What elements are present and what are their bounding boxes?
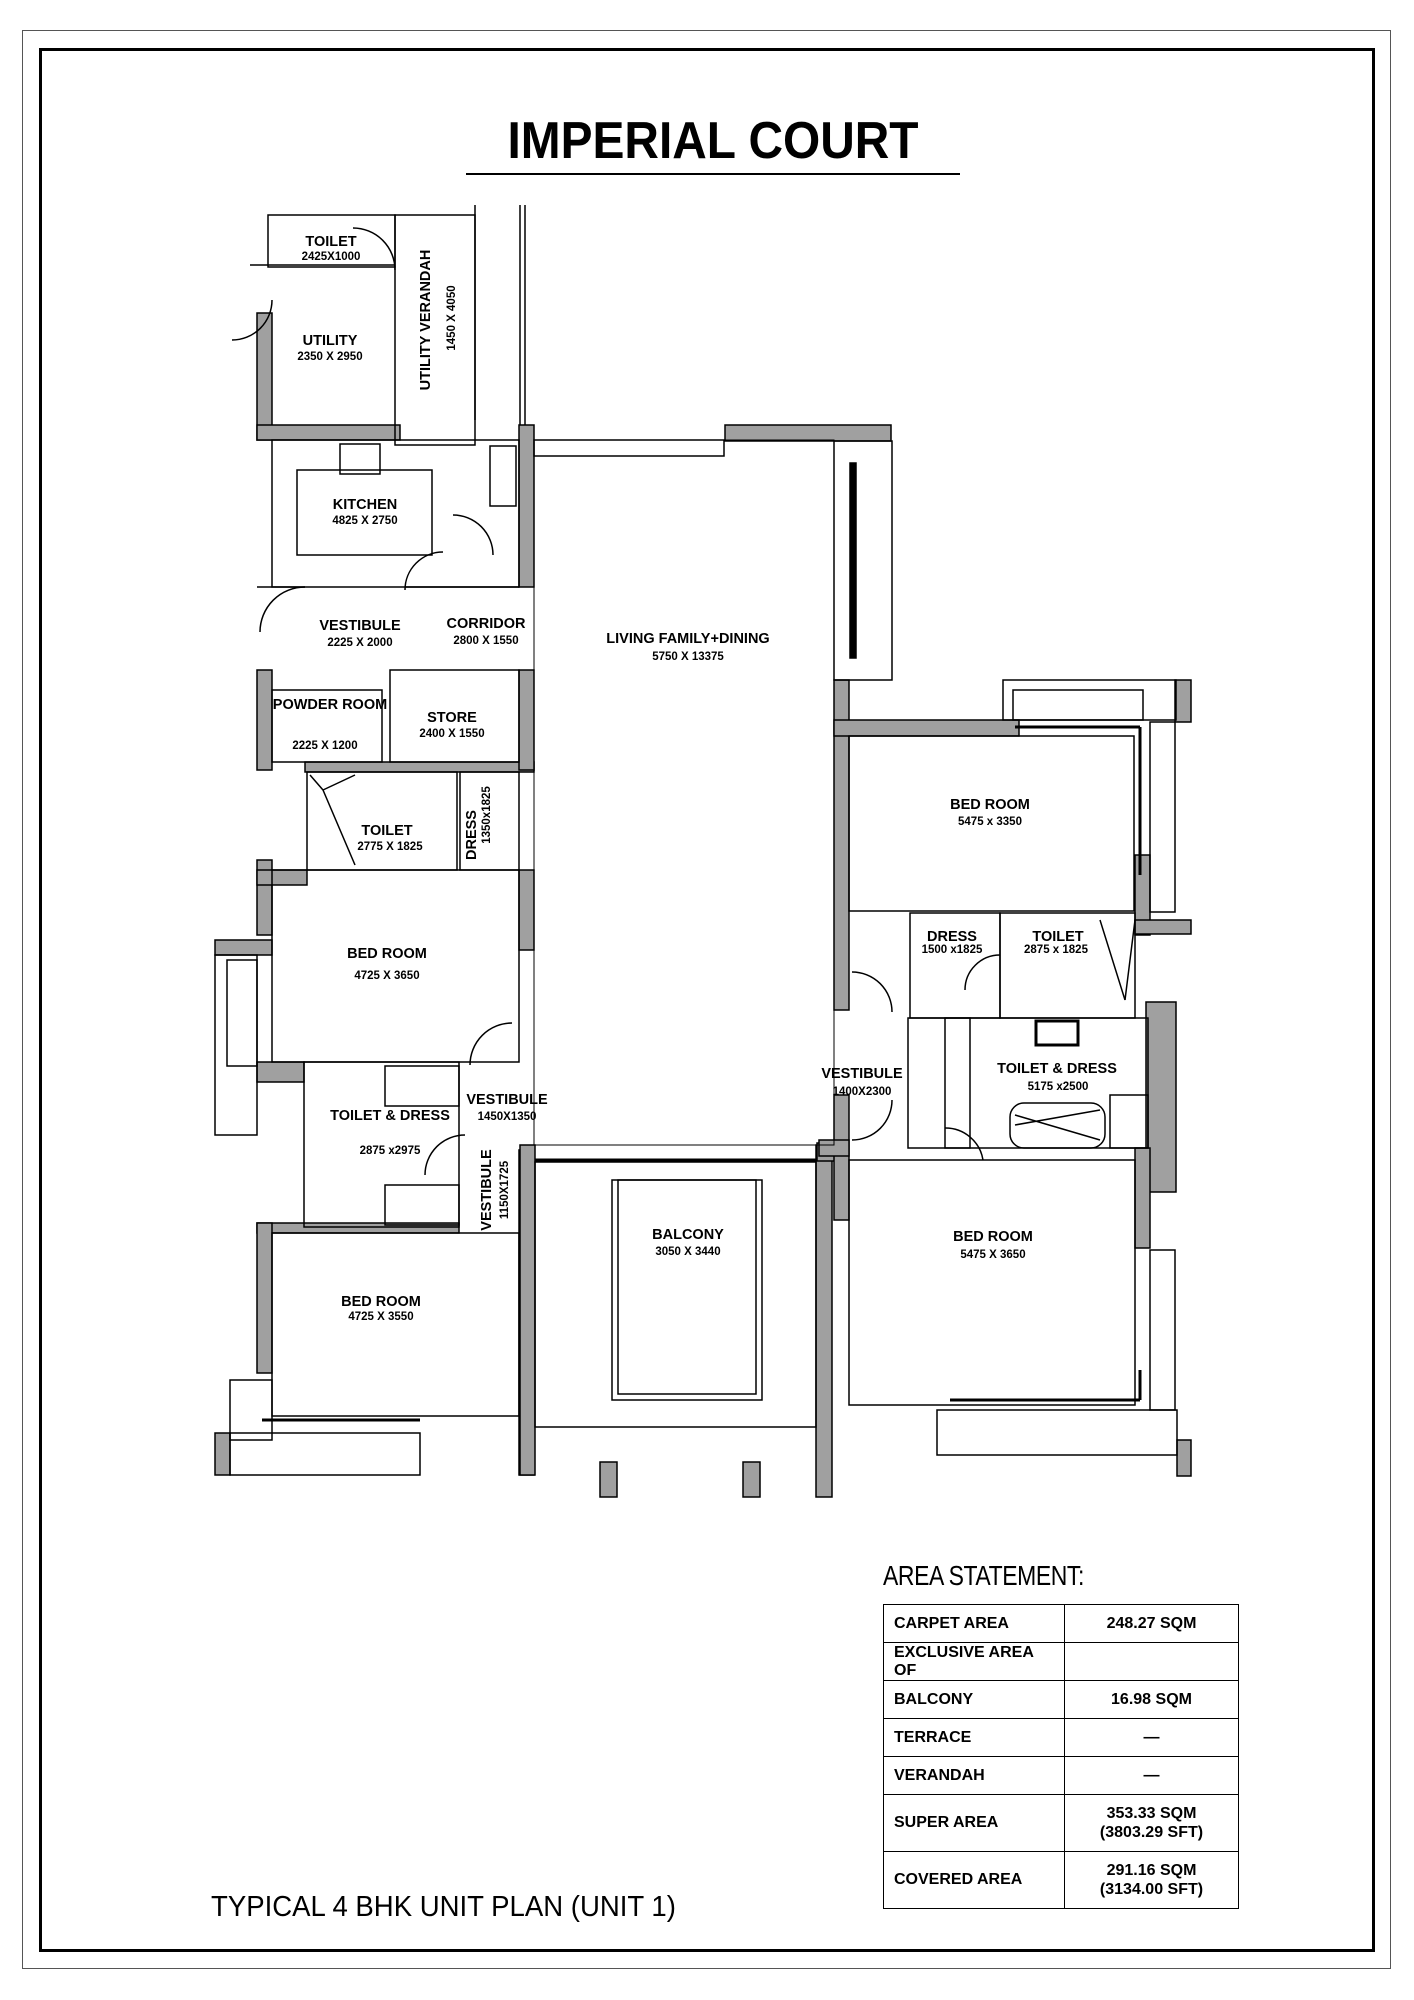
title-underline [466, 173, 960, 175]
svg-text:BALCONY: BALCONY [652, 1227, 724, 1243]
svg-text:BED ROOM: BED ROOM [341, 1294, 421, 1310]
row-label: VERANDAH [883, 1756, 1065, 1795]
svg-text:TOILET: TOILET [1032, 929, 1083, 945]
svg-text:KITCHEN: KITCHEN [333, 497, 397, 513]
svg-text:5750 X 13375: 5750 X 13375 [652, 651, 724, 663]
table-row: BALCONY 16.98 SQM [883, 1680, 1239, 1719]
walls [214, 312, 1192, 1498]
svg-text:1350x1825: 1350x1825 [481, 786, 493, 844]
row-label: TERRACE [883, 1718, 1065, 1757]
svg-text:4725 X 3550: 4725 X 3550 [348, 1311, 413, 1323]
svg-text:2775 X 1825: 2775 X 1825 [357, 841, 423, 853]
svg-text:BED ROOM: BED ROOM [347, 946, 427, 962]
row-value [1064, 1642, 1239, 1681]
row-label: EXCLUSIVE AREA OF [883, 1642, 1065, 1681]
svg-text:VESTIBULE: VESTIBULE [479, 1149, 495, 1231]
svg-text:5175 x2500: 5175 x2500 [1028, 1081, 1089, 1093]
svg-text:STORE: STORE [427, 710, 477, 726]
svg-text:TOILET: TOILET [361, 823, 412, 839]
svg-text:2225 X 1200: 2225 X 1200 [292, 740, 357, 752]
table-row: CARPET AREA 248.27 SQM [883, 1604, 1239, 1643]
area-statement-table: CARPET AREA 248.27 SQM EXCLUSIVE AREA OF… [883, 1604, 1239, 1909]
svg-text:1150X1725: 1150X1725 [499, 1160, 511, 1219]
svg-text:2350 X 2950: 2350 X 2950 [297, 351, 362, 363]
table-row: EXCLUSIVE AREA OF [883, 1642, 1239, 1681]
svg-text:CORRIDOR: CORRIDOR [447, 616, 526, 632]
row-value: 291.16 SQM(3134.00 SFT) [1064, 1851, 1239, 1909]
row-value: 353.33 SQM(3803.29 SFT) [1064, 1794, 1239, 1852]
svg-text:UTILITY VERANDAH: UTILITY VERANDAH [418, 250, 434, 391]
svg-text:LIVING FAMILY+DINING: LIVING FAMILY+DINING [606, 631, 769, 647]
plan-caption: TYPICAL 4 BHK UNIT PLAN (UNIT 1) [211, 1891, 676, 1923]
svg-text:2875 x2975: 2875 x2975 [360, 1145, 421, 1157]
table-row: SUPER AREA 353.33 SQM(3803.29 SFT) [883, 1794, 1239, 1852]
svg-text:VESTIBULE: VESTIBULE [821, 1066, 903, 1082]
svg-text:UTILITY: UTILITY [303, 333, 358, 349]
row-value: 16.98 SQM [1064, 1680, 1239, 1719]
row-label: COVERED AREA [883, 1851, 1065, 1909]
interior-lines [214, 205, 1178, 1476]
outer-frame [22, 30, 1391, 1969]
svg-text:1450 X 4050: 1450 X 4050 [446, 285, 458, 350]
row-label: SUPER AREA [883, 1794, 1065, 1852]
svg-text:VESTIBULE: VESTIBULE [466, 1092, 548, 1108]
row-label: BALCONY [883, 1680, 1065, 1719]
svg-text:3050 X 3440: 3050 X 3440 [655, 1246, 720, 1258]
svg-text:2225 X 2000: 2225 X 2000 [327, 637, 392, 649]
row-label: CARPET AREA [883, 1604, 1065, 1643]
svg-text:2875 x 1825: 2875 x 1825 [1024, 944, 1089, 956]
svg-text:POWDER ROOM: POWDER ROOM [273, 697, 387, 713]
svg-text:4825 X 2750: 4825 X 2750 [332, 515, 397, 527]
svg-text:VESTIBULE: VESTIBULE [319, 618, 401, 634]
room-labels: TOILET 2425X1000 UTILITY VERANDAH 1450 X… [273, 234, 1117, 1323]
svg-text:4725 X 3650: 4725 X 3650 [354, 970, 419, 982]
svg-text:2400 X 1550: 2400 X 1550 [419, 728, 484, 740]
svg-text:2425X1000: 2425X1000 [302, 251, 361, 263]
table-row: VERANDAH — [883, 1756, 1239, 1795]
project-title: IMPERIAL COURT [507, 112, 919, 170]
svg-text:1450X1350: 1450X1350 [478, 1111, 537, 1123]
svg-text:5475 X 3650: 5475 X 3650 [960, 1249, 1025, 1261]
table-row: TERRACE — [883, 1718, 1239, 1757]
svg-text:1500 x1825: 1500 x1825 [922, 944, 983, 956]
row-value: 248.27 SQM [1064, 1604, 1239, 1643]
svg-text:TOILET & DRESS: TOILET & DRESS [330, 1108, 450, 1124]
svg-text:TOILET & DRESS: TOILET & DRESS [997, 1061, 1117, 1077]
svg-text:DRESS: DRESS [927, 929, 977, 945]
svg-text:2800 X 1550: 2800 X 1550 [453, 635, 518, 647]
svg-text:DRESS: DRESS [464, 810, 480, 860]
row-value: — [1064, 1718, 1239, 1757]
inner-frame [39, 48, 1375, 1952]
svg-text:1400X2300: 1400X2300 [833, 1086, 892, 1098]
row-value: — [1064, 1756, 1239, 1795]
wall [256, 312, 273, 441]
table-row: COVERED AREA 291.16 SQM(3134.00 SFT) [883, 1851, 1239, 1909]
svg-text:BED ROOM: BED ROOM [950, 797, 1030, 813]
room-label: TOILET [305, 234, 356, 250]
svg-text:5475 x 3350: 5475 x 3350 [958, 816, 1022, 828]
svg-text:BED ROOM: BED ROOM [953, 1229, 1033, 1245]
area-statement-heading: AREA STATEMENT: [883, 1560, 1084, 1591]
